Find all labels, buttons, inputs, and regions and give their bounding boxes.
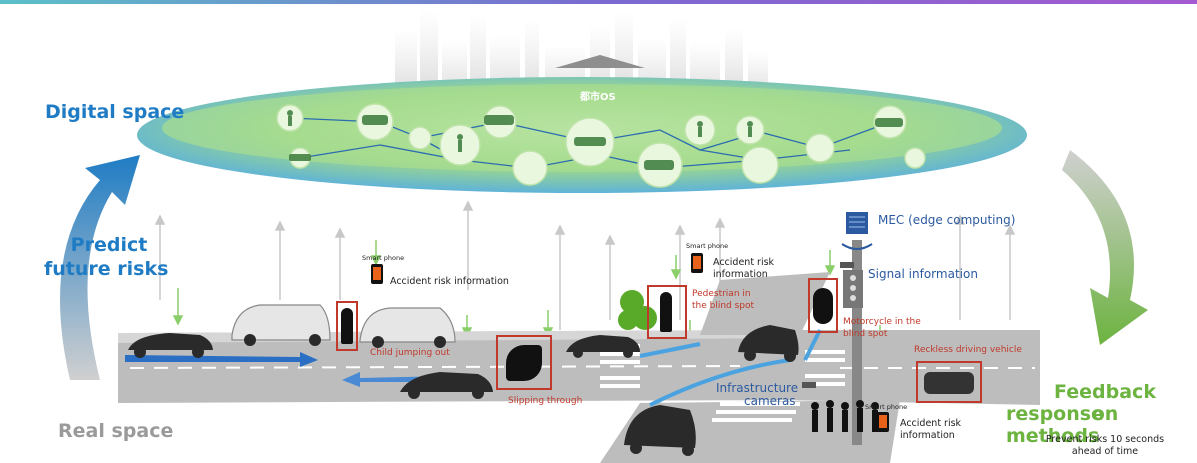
accident-risk-info-label: Accident risk information	[390, 276, 509, 287]
accident-risk-line2: information	[900, 430, 955, 441]
smartphone-label: Smart phone	[865, 403, 908, 411]
tree-icon	[618, 290, 657, 330]
city-os-label: 都市OS	[580, 92, 616, 103]
upward-data-arrows	[154, 200, 1016, 330]
real-space-label: Real space	[58, 420, 174, 442]
platform-figures	[287, 110, 903, 170]
smartphone-icon	[371, 264, 383, 284]
pedestrian-icon	[660, 292, 672, 332]
child-icon	[341, 308, 353, 344]
smartphone-label: Smart phone	[362, 254, 405, 262]
motorcycle-blind-line2: blind spot	[843, 329, 888, 339]
crashed-car-icon	[924, 372, 974, 394]
slipping-risk-box	[496, 335, 552, 390]
predict-label-line2: future risks	[44, 258, 169, 280]
pedestrian-crowd	[811, 400, 879, 432]
vans	[231, 304, 456, 343]
pedestrian-risk-box	[647, 285, 687, 339]
motorcycle-blind-line1: Motorcycle in the	[843, 317, 921, 327]
child-risk-box	[336, 301, 358, 351]
mec-label: MEC (edge computing)	[878, 213, 1016, 227]
motorcycle-risk-box	[808, 278, 838, 333]
infra-cameras-line2: cameras	[744, 394, 796, 408]
motorcycle-icon	[813, 288, 833, 324]
network-nodes	[276, 103, 926, 188]
signal-info-label: Signal information	[868, 267, 978, 281]
slipping-through-label: Slipping through	[508, 396, 583, 406]
reckless-risk-box	[916, 361, 982, 403]
smartphone-label: Smart phone	[686, 242, 729, 250]
top-accent-bar	[0, 0, 1197, 4]
reckless-vehicle-label: Reckless driving vehicle	[914, 345, 1022, 355]
camera-icon	[802, 262, 854, 388]
pedestrian-blind-line1: Pedestrian in	[692, 289, 751, 299]
prevent-line1: Prevent risks 10 seconds	[1045, 434, 1165, 445]
prevent-line2: ahead of time	[1071, 446, 1139, 457]
predict-arc-arrow	[60, 155, 140, 380]
feedback-label-line2: response methods	[1006, 403, 1104, 447]
feedback-label-line1: Feedback on	[1054, 381, 1156, 425]
movement-arrows	[125, 329, 822, 407]
mec-server-icon	[841, 212, 873, 250]
accident-risk-line1: Accident risk	[900, 418, 962, 429]
smartphone-icon	[877, 412, 889, 432]
digital-space-label: Digital space	[45, 101, 185, 123]
predict-label-line1: Predict	[70, 234, 148, 256]
accident-risk-line1: Accident risk	[713, 257, 775, 268]
accident-risk-line2: information	[713, 269, 768, 280]
signal-pole	[843, 240, 863, 445]
pedestrian-blind-line2: the blind spot	[692, 301, 755, 311]
scooter-icon	[506, 345, 542, 381]
infra-cameras-line1: Infrastructure	[716, 381, 799, 395]
vehicles	[128, 325, 799, 456]
van-wheels	[244, 334, 446, 348]
city-os-roof-icon	[555, 55, 645, 68]
smartphone-icon	[691, 253, 703, 273]
feedback-arc-arrow	[1062, 150, 1148, 345]
child-jumping-label: Child jumping out	[370, 348, 450, 358]
